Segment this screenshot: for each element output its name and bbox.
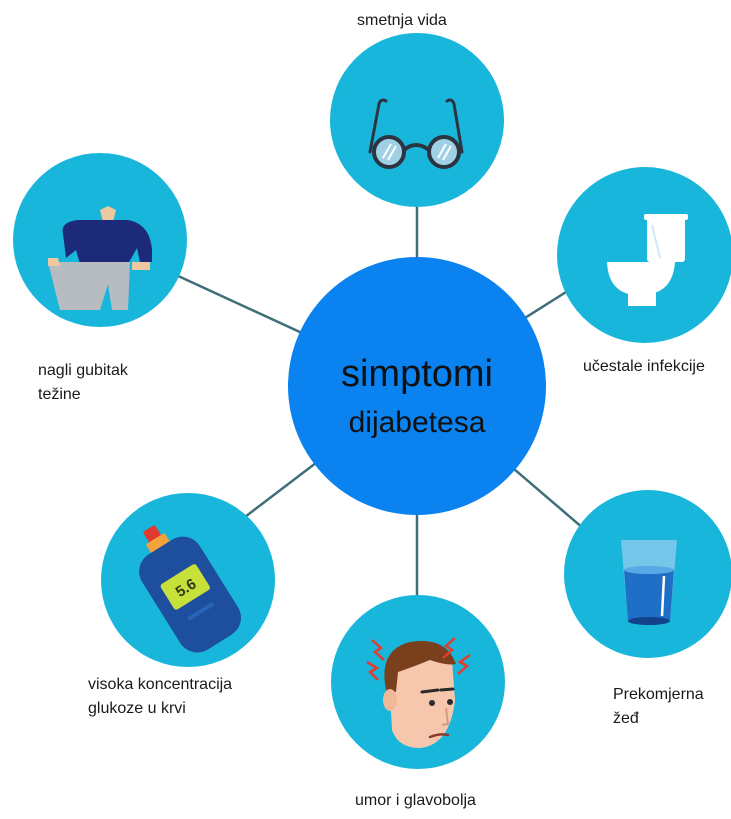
glucose-meter-icon: 5.6: [139, 525, 241, 653]
fatigue-node: [331, 595, 505, 769]
thirst-node: [564, 490, 731, 658]
headache-face-icon: [366, 637, 471, 748]
label-glucose-line1: visoka koncentracija: [88, 676, 233, 693]
glucose-node: 5.6: [101, 493, 275, 667]
center-title-line1: simptomi: [340, 353, 494, 395]
center-title-line2: dijabetesa: [348, 406, 486, 439]
water-glass-icon: [621, 540, 677, 625]
center-circle: [288, 257, 546, 515]
label-infections: učestale infekcije: [583, 358, 705, 375]
label-weight-line2: težine: [38, 386, 81, 403]
label-vision: smetnja vida: [357, 12, 447, 29]
vision-circle: [330, 33, 504, 207]
label-glucose-line2: glukoze u krvi: [88, 700, 186, 717]
infections-circle: [557, 167, 731, 343]
glasses-icon: [368, 98, 464, 169]
label-thirst-line2: žeđ: [613, 710, 639, 727]
weight-loss-node: [13, 153, 187, 327]
label-fatigue: umor i glavobolja: [355, 792, 476, 809]
vision-node: [330, 33, 504, 207]
label-thirst-line1: Prekomjerna: [613, 686, 704, 703]
infections-node: [557, 167, 731, 343]
label-weight-line1: nagli gubitak: [38, 362, 128, 379]
toilet-icon: [607, 214, 688, 306]
weight-loss-person-icon: [48, 206, 153, 310]
